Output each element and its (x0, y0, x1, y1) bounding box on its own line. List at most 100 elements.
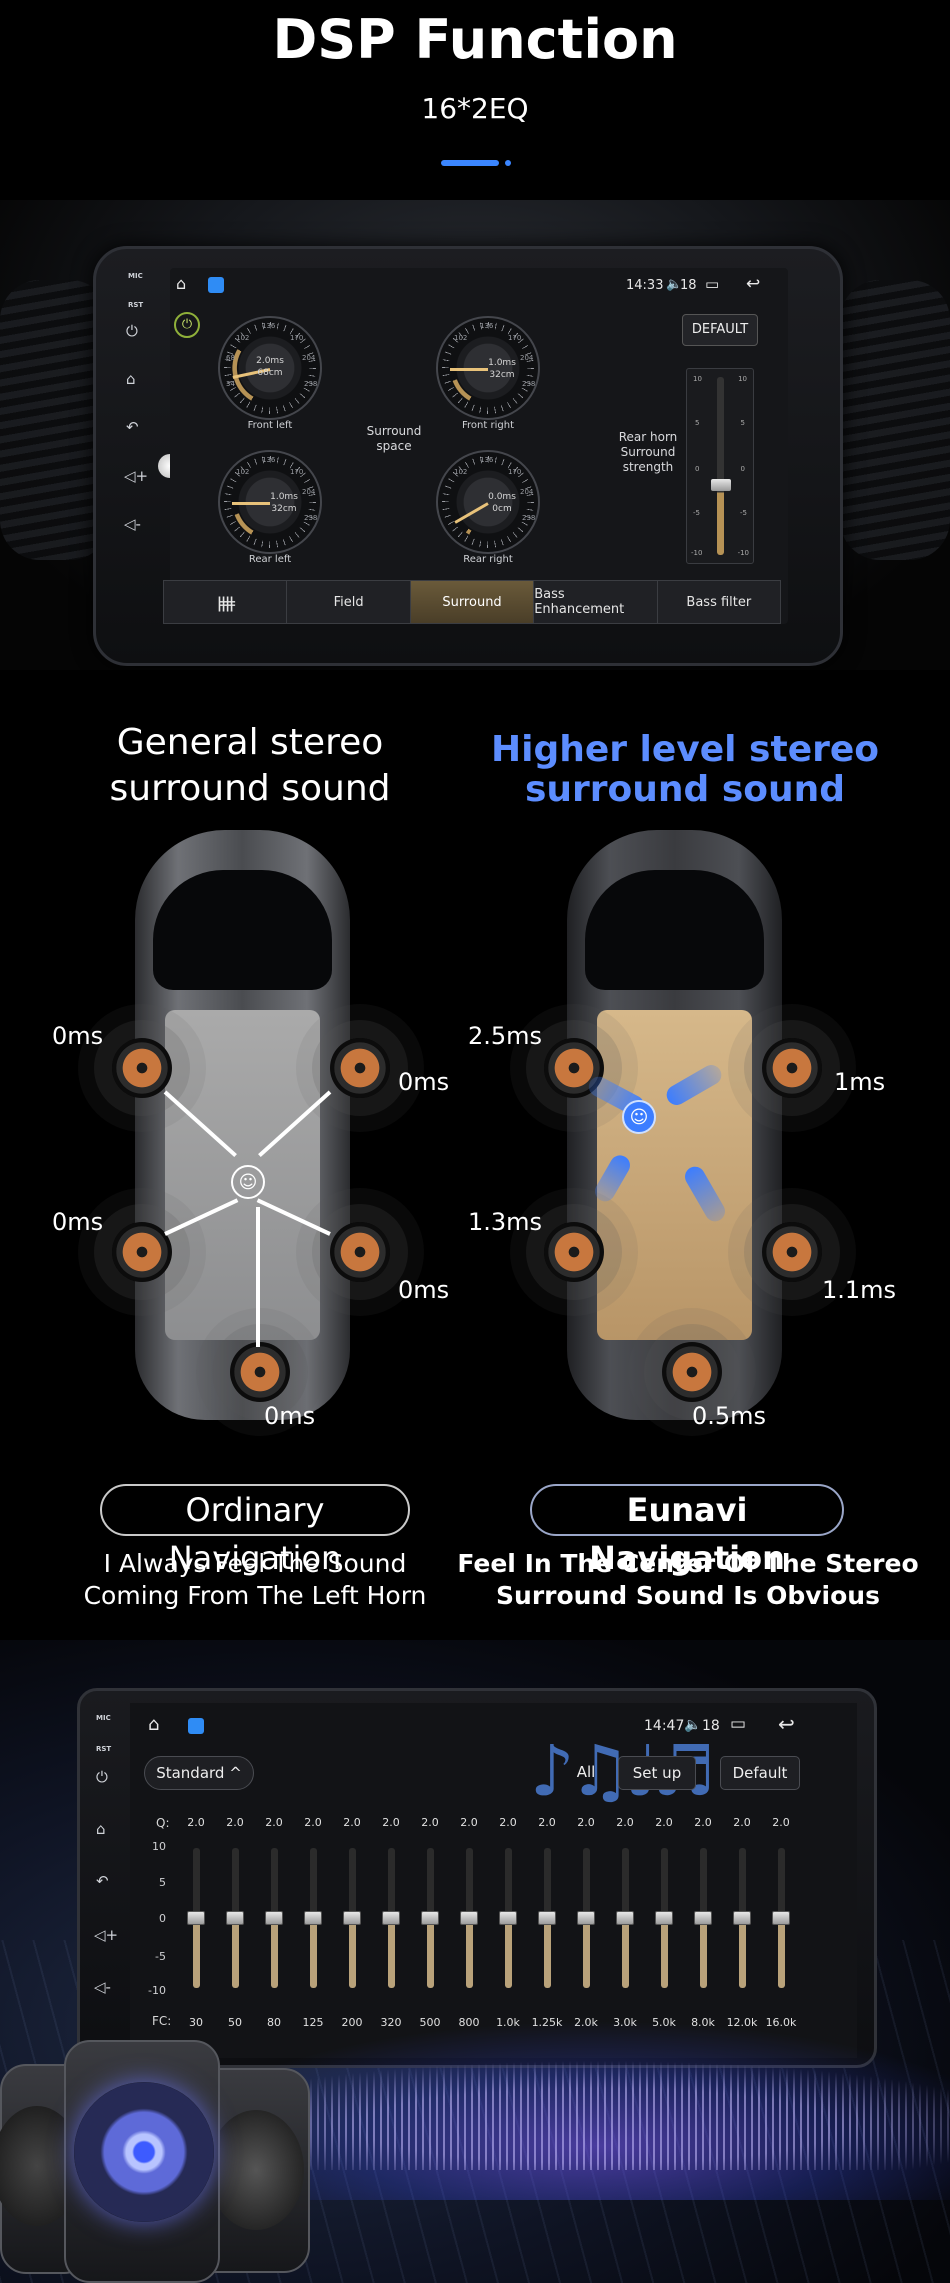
q-value[interactable]: 2.0 (733, 1816, 751, 1829)
eq-slider-thumb[interactable] (694, 1911, 712, 1925)
dial-label-rear-left: Rear left (248, 554, 292, 565)
eq-slider-thumb[interactable] (577, 1911, 595, 1925)
q-value[interactable]: 2.0 (460, 1816, 478, 1829)
recent-apps-icon[interactable]: ▭ (730, 1714, 747, 1734)
scale-label: 0 (740, 465, 745, 473)
q-value[interactable]: 2.0 (772, 1816, 790, 1829)
delay-rear-right: 0ms (398, 1276, 450, 1304)
speaker-rear-right (330, 1222, 390, 1282)
dial-front-right[interactable]: 1.0ms 32cm 136 102 170 204 238 (436, 316, 540, 420)
eq-slider-thumb[interactable] (304, 1911, 322, 1925)
dial-distance: 32cm (489, 370, 515, 380)
preset-select[interactable]: Standard ^ (144, 1756, 254, 1790)
dial-rear-right[interactable]: 0.0ms 0cm 136 102 170 204 238 (436, 450, 540, 554)
return-icon[interactable]: ↩ (746, 274, 761, 294)
q-value[interactable]: 2.0 (343, 1816, 361, 1829)
all-button[interactable]: All (576, 1763, 596, 1781)
home-icon[interactable]: ⌂ (126, 370, 136, 388)
ordinary-desc-line1: I Always Feel The Sound (103, 1549, 407, 1578)
q-value[interactable]: 2.0 (421, 1816, 439, 1829)
eq-slider-thumb[interactable] (772, 1911, 790, 1925)
delay-front-right: 0ms (398, 1068, 450, 1096)
equalizer-icon: ǀǂǀǂ (217, 592, 235, 612)
speaker-cabinet-center (64, 2040, 220, 2283)
clock: 14:33 (626, 278, 664, 293)
q-value[interactable]: 2.0 (304, 1816, 322, 1829)
eq-slider-thumb[interactable] (655, 1911, 673, 1925)
q-label: Q: (156, 1816, 170, 1830)
tick-label: 136 (480, 456, 494, 464)
home-icon[interactable]: ⌂ (148, 1714, 160, 1735)
q-value[interactable]: 2.0 (187, 1816, 205, 1829)
q-value[interactable]: 2.0 (694, 1816, 712, 1829)
volume-level: 18 (702, 1718, 720, 1734)
home-icon[interactable]: ⌂ (176, 274, 187, 293)
app-icon[interactable] (188, 1718, 204, 1734)
return-icon[interactable]: ↩ (778, 1712, 795, 1736)
scale-label: -5 (693, 509, 700, 517)
tab-bass-filter[interactable]: Bass filter (686, 594, 752, 610)
back-icon[interactable]: ↶ (96, 1872, 109, 1890)
delay-front-left: 2.5ms (468, 1022, 543, 1050)
default-button[interactable]: DEFAULT (682, 314, 758, 346)
q-value[interactable]: 2.0 (538, 1816, 556, 1829)
eq-slider-thumb[interactable] (226, 1911, 244, 1925)
eq-slider-thumb[interactable] (382, 1911, 400, 1925)
volume-down-icon[interactable]: ◁- (94, 1978, 111, 1996)
air-vent-right (840, 280, 950, 560)
mic-label: MIC (96, 1714, 111, 1722)
power-icon[interactable]: ⏻ (96, 1768, 108, 1786)
q-value[interactable]: 2.0 (226, 1816, 244, 1829)
eq-slider-thumb[interactable] (460, 1911, 478, 1925)
eq-slider-thumb[interactable] (733, 1911, 751, 1925)
q-value[interactable]: 2.0 (382, 1816, 400, 1829)
slider-thumb[interactable] (711, 479, 731, 491)
power-icon[interactable]: ⏻ (126, 322, 138, 340)
surround-strength-slider[interactable]: 10 10 5 5 0 0 -5 -5 -10 -10 (686, 368, 754, 564)
q-value[interactable]: 2.0 (265, 1816, 283, 1829)
tick-label: 68 (226, 354, 235, 362)
home-icon[interactable]: ⌂ (96, 1820, 106, 1838)
eq-slider-thumb[interactable] (499, 1911, 517, 1925)
app-icon[interactable] (208, 277, 224, 293)
scale-label: 5 (695, 419, 700, 427)
eq-slider-thumb[interactable] (538, 1911, 556, 1925)
tab-equalizer[interactable]: ǀǂǀǂ (164, 581, 288, 623)
eq-slider-thumb[interactable] (187, 1911, 205, 1925)
dial-front-left[interactable]: 2.0ms 68cm 136 102 170 204 238 68 34 (218, 316, 322, 420)
delay-sub: 0ms (264, 1402, 316, 1430)
scale-label: 0 (695, 465, 700, 473)
volume-up-icon[interactable]: ◁+ (94, 1926, 119, 1944)
dial-label-front-left: Front left (247, 420, 293, 431)
tick-label: 238 (304, 380, 318, 388)
eq-slider-thumb[interactable] (343, 1911, 361, 1925)
tick-label: 102 (236, 334, 250, 342)
volume-down-icon[interactable]: ◁- (124, 515, 141, 533)
dial-delay: 1.0ms (488, 358, 516, 368)
rst-label: RST (128, 301, 144, 309)
setup-button[interactable]: Set up (618, 1756, 696, 1790)
eq-slider-thumb[interactable] (616, 1911, 634, 1925)
tick-label: 170 (508, 468, 522, 476)
tab-bass-enhancement[interactable]: Bass Enhancement (534, 581, 658, 623)
q-value[interactable]: 2.0 (655, 1816, 673, 1829)
default-button[interactable]: Default (720, 1756, 800, 1790)
volume-up-icon[interactable]: ◁+ (124, 467, 149, 485)
page-subtitle: 16*2EQ (421, 92, 529, 125)
eq-slider-thumb[interactable] (421, 1911, 439, 1925)
general-stereo-title: General stereo surround sound (109, 722, 391, 809)
dial-rear-left[interactable]: 1.0ms 32cm 136 102 170 204 238 (218, 450, 322, 554)
tick-label: 170 (290, 468, 304, 476)
power-toggle-button[interactable]: ⏻ (174, 312, 200, 338)
back-icon[interactable]: ↶ (126, 418, 139, 436)
q-value[interactable]: 2.0 (616, 1816, 634, 1829)
scale-label: 5 (740, 419, 745, 427)
dial-delay: 2.0ms (256, 356, 284, 366)
eq-slider-thumb[interactable] (265, 1911, 283, 1925)
ordinary-navigation-badge: Ordinary Navigation (100, 1484, 410, 1577)
q-value[interactable]: 2.0 (499, 1816, 517, 1829)
tab-surround[interactable]: Surround (410, 581, 535, 623)
tab-field[interactable]: Field (287, 581, 411, 623)
q-value[interactable]: 2.0 (577, 1816, 595, 1829)
recent-apps-icon[interactable]: ▭ (705, 275, 720, 293)
